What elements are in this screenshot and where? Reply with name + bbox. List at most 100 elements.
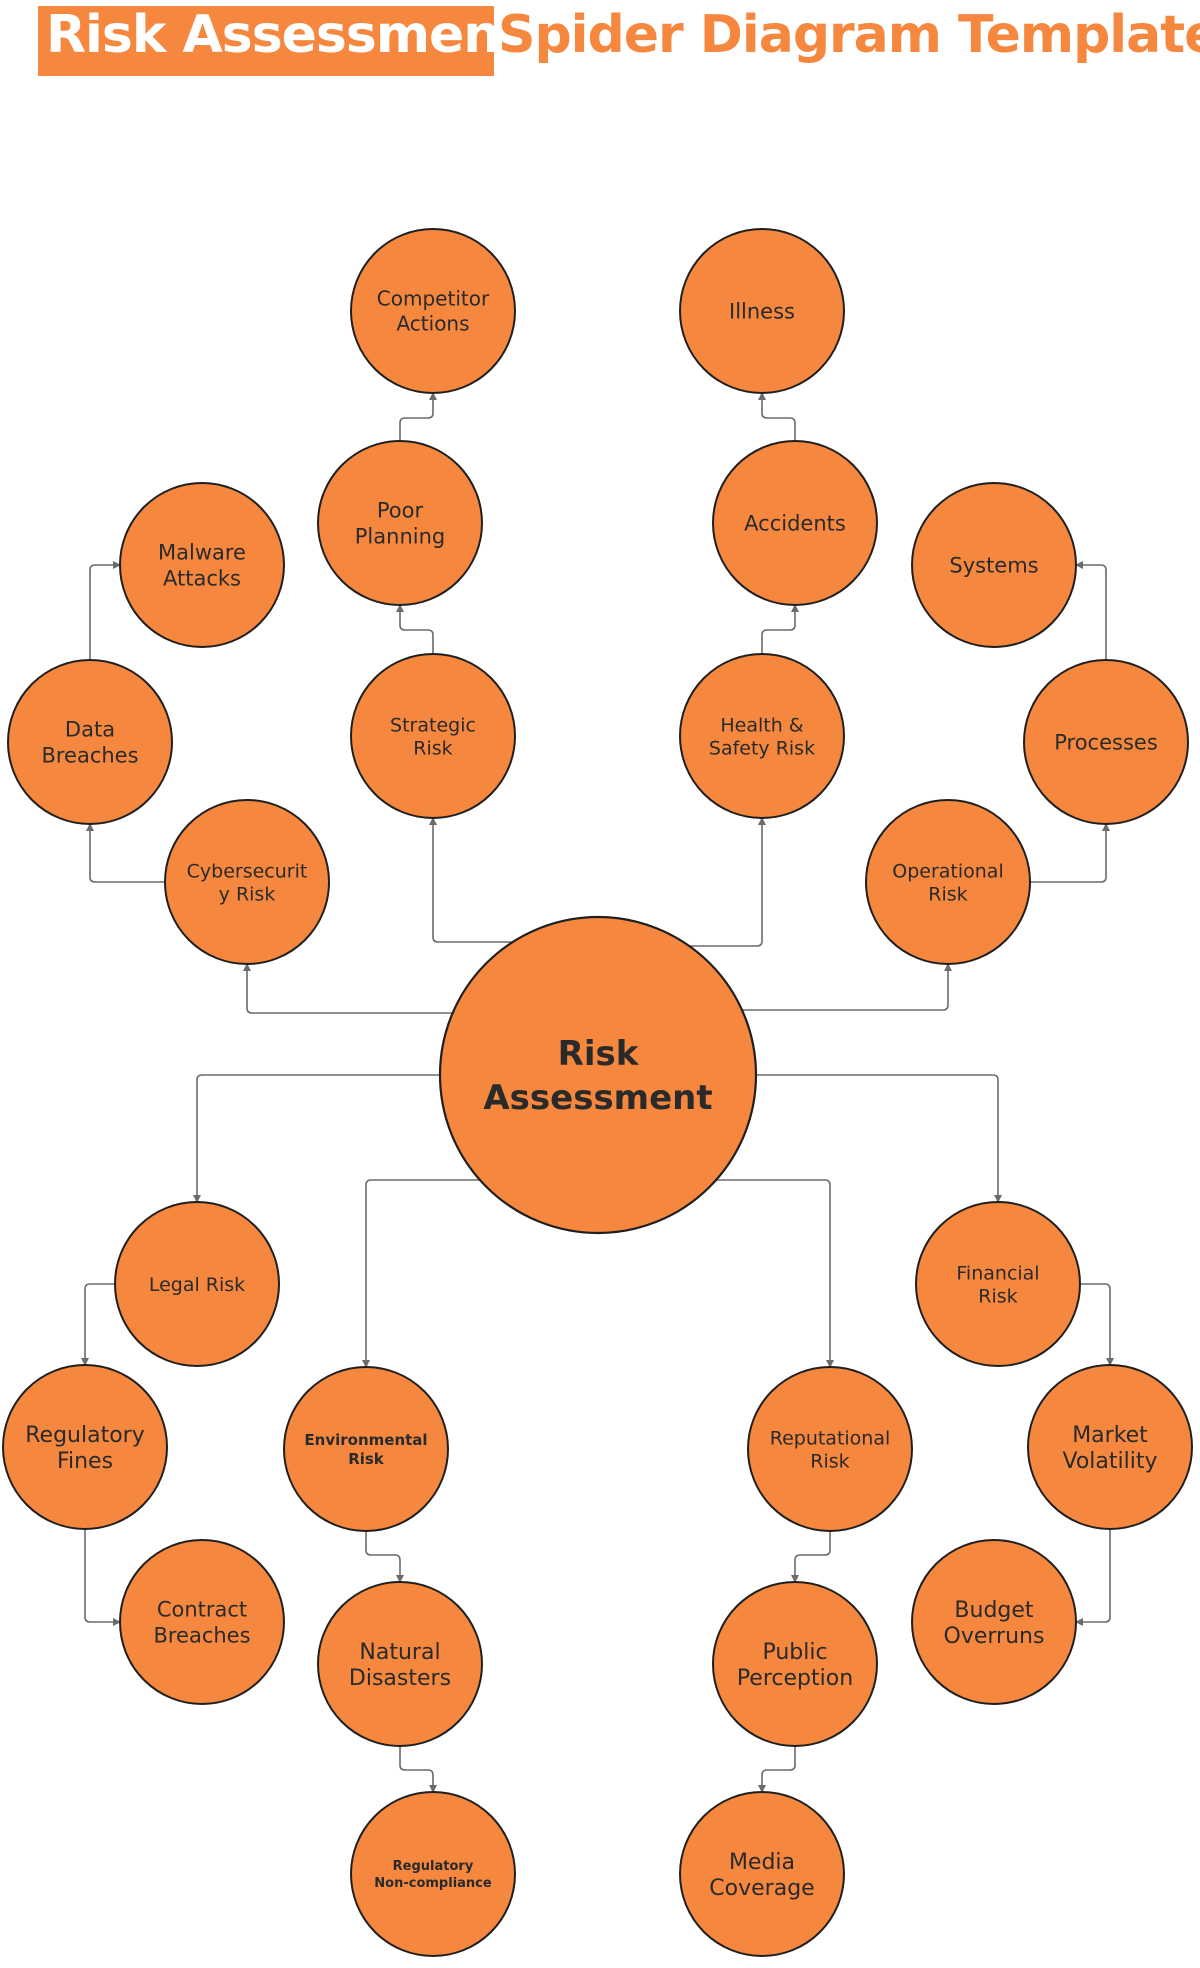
connector-health-to-accidents <box>761 604 799 654</box>
node-label-operational: Risk <box>928 883 967 905</box>
node-label-health: Health & <box>720 714 803 736</box>
connector-center-to-health <box>690 817 766 947</box>
connector-center-to-reputational <box>705 1179 834 1368</box>
node-circle-processes <box>1023 659 1189 825</box>
node-label-legal: Legal Risk <box>149 1274 245 1296</box>
connector-cyber-to-data <box>86 823 165 883</box>
node-circle-competitor <box>350 228 516 394</box>
node-label-processes: Processes <box>1054 731 1158 755</box>
node-label-malware: Malware <box>158 541 246 565</box>
node-label-regfines: Regulatory <box>25 1423 145 1448</box>
node-label-strategic: Risk <box>413 737 452 759</box>
node-circle-center <box>438 915 758 1235</box>
node-label-regfines: Fines <box>57 1449 113 1474</box>
node-circle-poor <box>317 440 483 606</box>
node-label-regnon: Non-compliance <box>374 1876 492 1891</box>
node-label-media: Media <box>729 1850 795 1875</box>
node-circle-health <box>679 653 845 819</box>
node-circle-natural <box>317 1581 483 1747</box>
node-accidents: Accidents <box>712 440 878 606</box>
node-circle-reputational <box>747 1366 913 1532</box>
connector-regfines-to-contract <box>84 1529 121 1626</box>
node-label-operational: Operational <box>892 860 1003 882</box>
node-label-financial: Risk <box>978 1285 1017 1307</box>
connector-data-to-malware <box>89 561 121 660</box>
node-label-public: Perception <box>737 1666 853 1691</box>
node-circle-strategic <box>350 653 516 819</box>
node-label-center: Risk <box>558 1034 640 1074</box>
node-label-malware: Attacks <box>163 567 241 591</box>
node-systems: Systems <box>911 482 1077 648</box>
node-label-env: Risk <box>348 1450 385 1468</box>
node-health: Health &Safety Risk <box>679 653 845 819</box>
node-label-natural: Disasters <box>349 1666 451 1691</box>
connector-center-to-financial <box>755 1074 1002 1203</box>
node-legal: Legal Risk <box>114 1201 280 1367</box>
connector-operational-to-processes <box>1030 823 1110 883</box>
node-label-cyber: y Risk <box>219 883 276 905</box>
node-label-systems: Systems <box>949 554 1038 578</box>
connector-natural-to-regnon <box>399 1746 437 1793</box>
node-circle-budget <box>911 1539 1077 1705</box>
connector-processes-to-systems <box>1075 561 1107 660</box>
connector-center-to-cyber <box>243 963 455 1014</box>
page-subtitle: Spider Diagram Template <box>498 5 1200 65</box>
node-circle-legal <box>114 1201 280 1367</box>
title-highlight-box <box>38 6 494 76</box>
node-circle-data <box>7 659 173 825</box>
node-illness: Illness <box>679 228 845 394</box>
node-circle-systems <box>911 482 1077 648</box>
node-label-env: Environmental <box>304 1431 427 1449</box>
node-label-budget: Overruns <box>944 1624 1045 1649</box>
node-label-reputational: Risk <box>810 1450 849 1472</box>
node-label-data: Breaches <box>41 744 138 768</box>
node-label-competitor: Actions <box>396 312 469 336</box>
node-circle-env <box>283 1366 449 1532</box>
node-label-contract: Breaches <box>153 1624 250 1648</box>
node-circle-financial <box>915 1201 1081 1367</box>
node-label-natural: Natural <box>359 1640 440 1665</box>
node-circle-malware <box>119 482 285 648</box>
node-label-center: Assessment <box>483 1078 712 1118</box>
connector-financial-to-market <box>1080 1283 1114 1366</box>
connector-legal-to-regfines <box>81 1283 115 1366</box>
node-circle-illness <box>679 228 845 394</box>
node-label-public: Public <box>762 1640 827 1665</box>
node-label-market: Market <box>1072 1423 1148 1448</box>
node-circle-cyber <box>164 799 330 965</box>
connector-center-to-strategic <box>429 817 530 943</box>
node-circle-media <box>679 1791 845 1957</box>
node-label-budget: Budget <box>954 1598 1034 1623</box>
connector-public-to-media <box>758 1746 796 1793</box>
node-circle-contract <box>119 1539 285 1705</box>
node-label-poor: Planning <box>355 525 445 549</box>
connector-strategic-to-poor <box>396 604 434 654</box>
connector-reputational-to-public <box>791 1531 831 1583</box>
node-label-market: Volatility <box>1062 1449 1157 1474</box>
node-label-health: Safety Risk <box>709 737 815 759</box>
page-title: Risk Assessment <box>46 5 524 65</box>
node-circle-market <box>1027 1364 1193 1530</box>
connector-poor-to-competitor <box>399 392 437 441</box>
node-label-accidents: Accidents <box>744 512 846 536</box>
node-label-reputational: Reputational <box>770 1427 891 1449</box>
node-circle-regnon <box>350 1791 516 1957</box>
